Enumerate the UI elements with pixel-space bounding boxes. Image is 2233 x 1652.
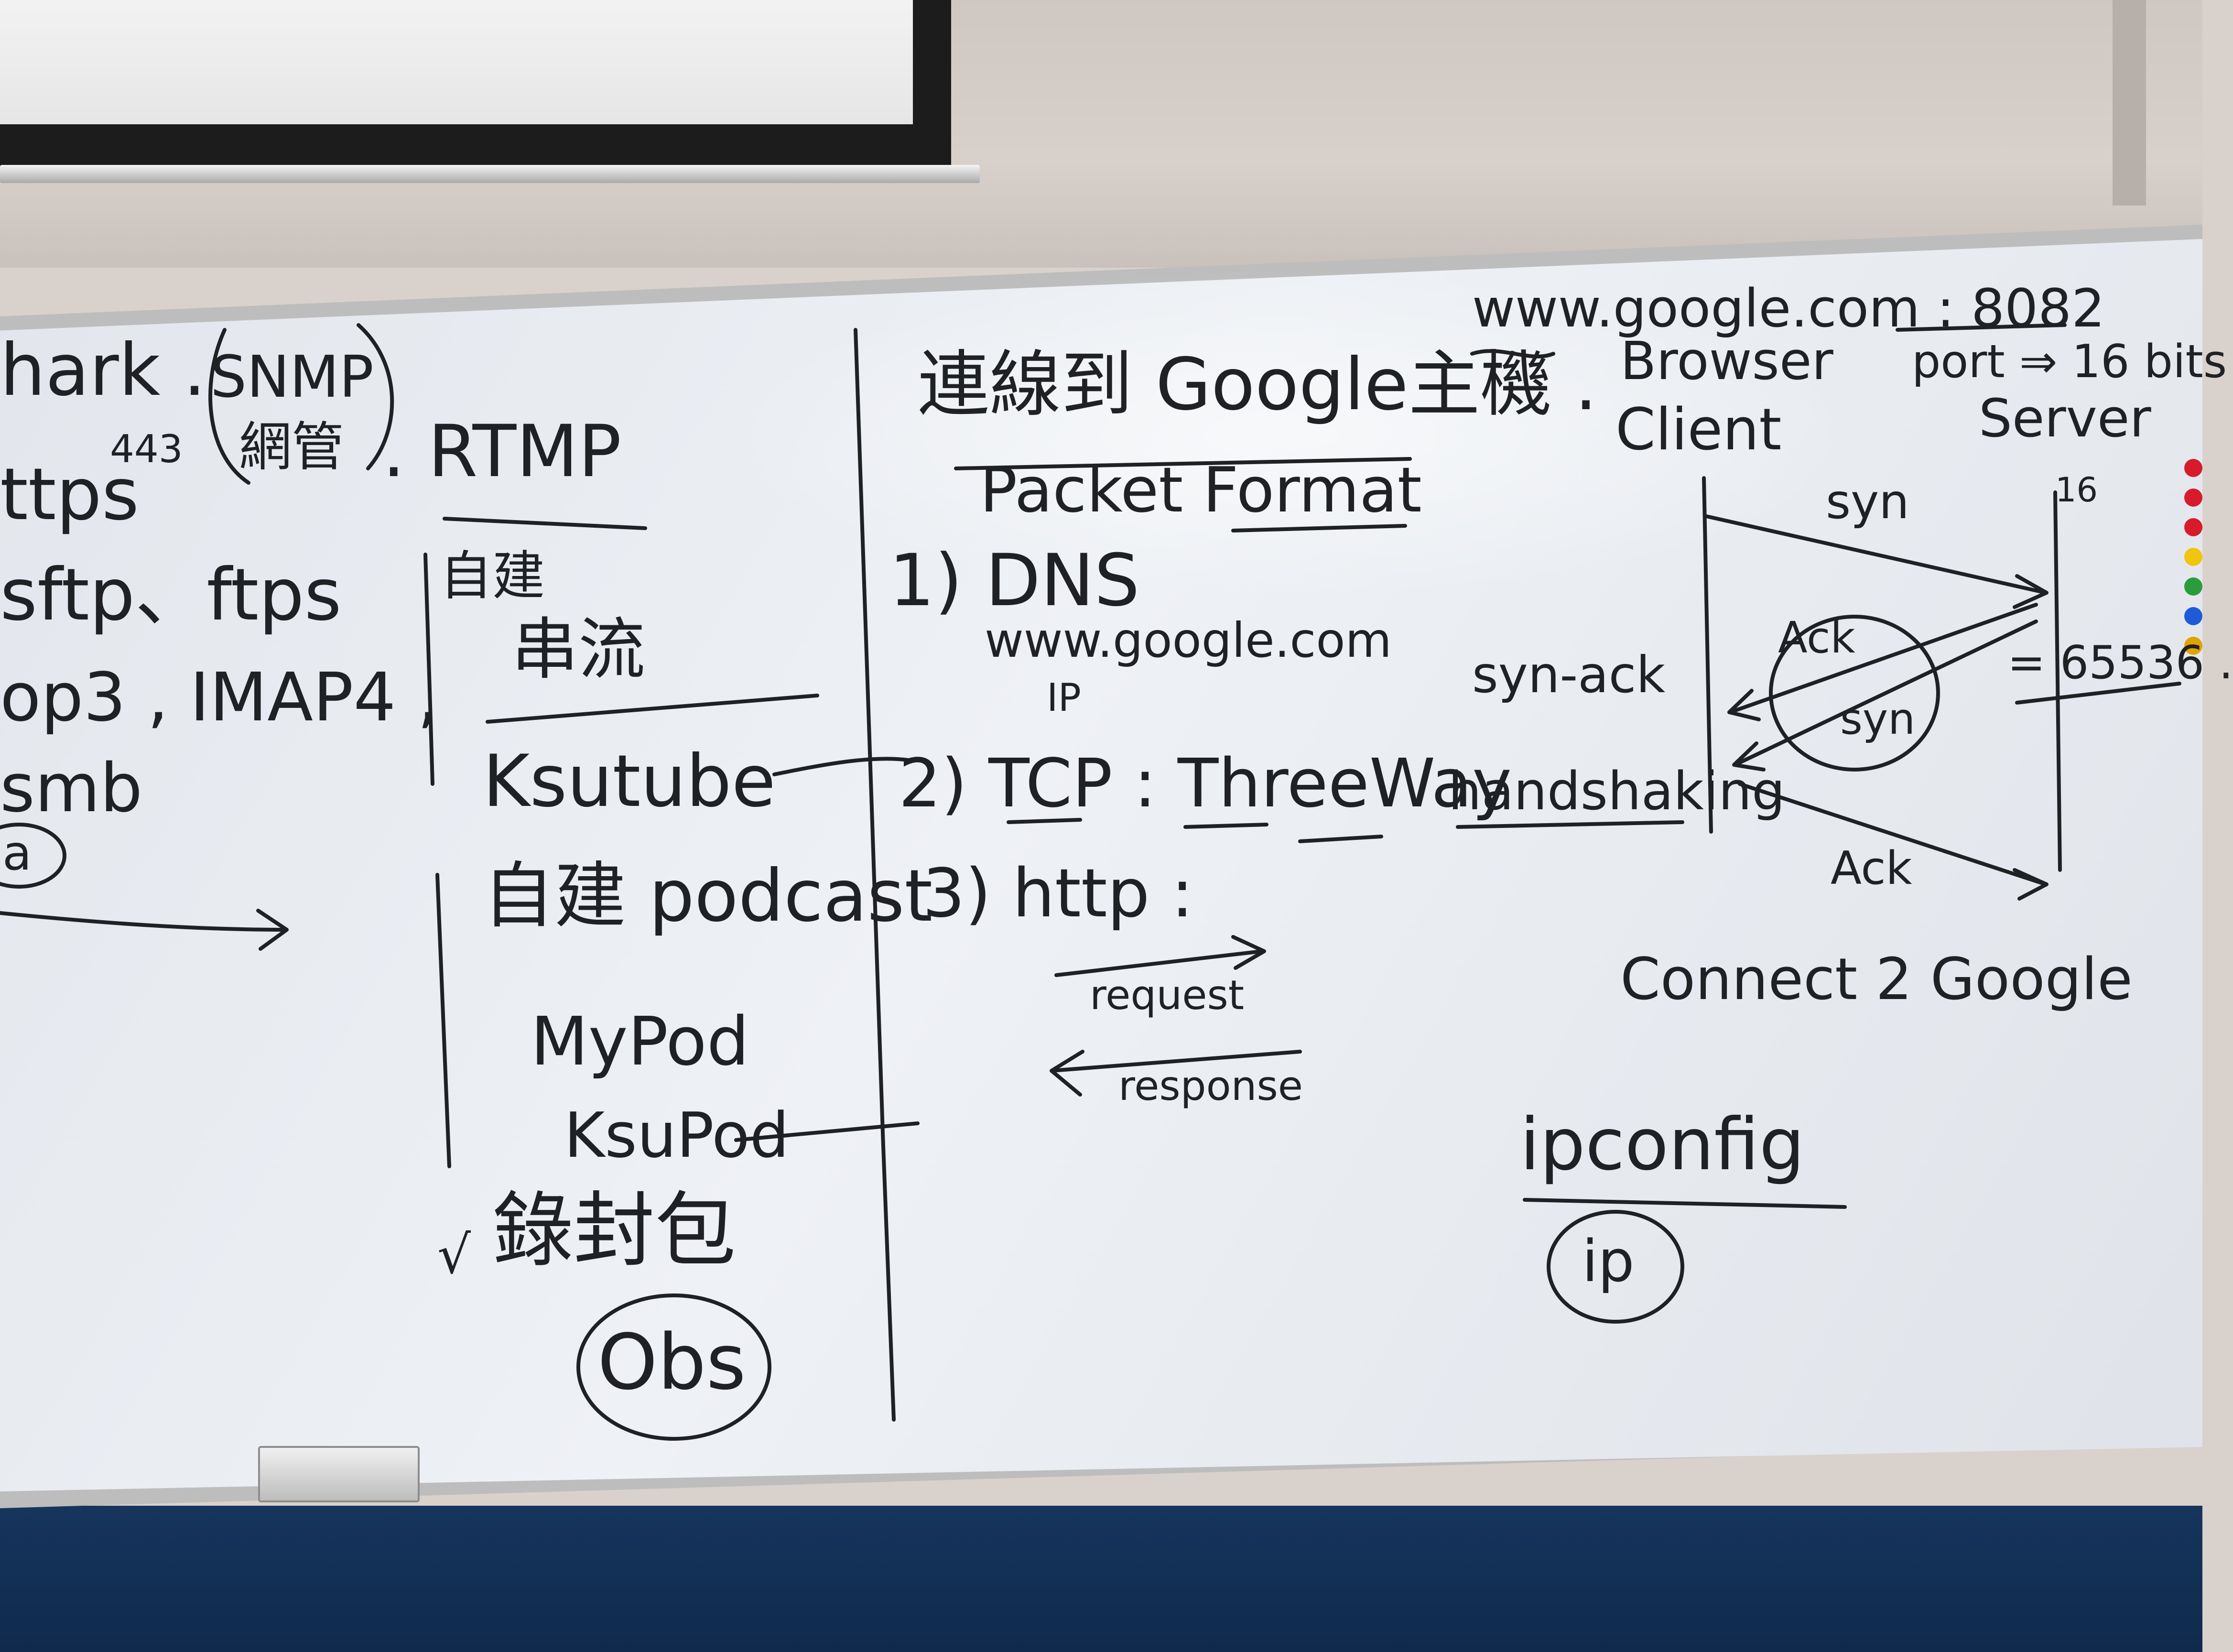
syn-arrow [1704,514,2049,609]
syn-ack-label: syn-ack [1472,646,1666,704]
ip-circle [1547,1210,1684,1324]
circle-syn-label: syn [1840,694,1916,744]
google-hostname: www.google.com [985,612,1392,668]
record-packets-label: 錄封包 [492,1184,737,1278]
wall-pillar [2113,0,2146,206]
step-tcp-threeway: 2) TCP : ThreeWay [899,745,1512,823]
port-443-note: 443 [110,427,183,471]
divider-left-lower [435,873,451,1168]
projector-screen [0,0,951,177]
synack-arrow-2 [1732,620,2038,772]
client-line [1702,476,1713,834]
self-build-label: 自建 [440,545,545,607]
mypod-label: MyPod [531,1003,749,1081]
ksupod-label: KsuPod [564,1099,790,1172]
step-http: 3) http : [922,855,1194,933]
streaming-label: 串流 [511,611,646,689]
port-bits-label: port ⇒ 16 bits [1912,336,2227,388]
obs-label: Obs [597,1317,746,1407]
a-label: a [2,825,32,881]
light-glare [717,268,1864,602]
magnet [2184,518,2202,536]
tcp-underline [1007,818,1082,824]
handshaking-label: handshaking [1448,761,1785,822]
stream-underline [486,694,819,724]
ack-label: Ack [1831,842,1912,895]
rtmp-underline [443,517,647,530]
divider-left [423,553,434,786]
response-arrow [1050,1050,1302,1097]
snmp-bracket-left [208,328,250,485]
magnet [2184,459,2202,477]
https-fragment: ttps [0,453,139,536]
handshaking-underline [1456,820,1684,829]
response-label: response [1118,1063,1303,1110]
url-underline [1896,323,2067,332]
browser-label: Browser [1620,330,1833,391]
title-underline [954,457,1412,470]
snmp-label: SNMP [210,344,374,411]
connect-2-google-label: Connect 2 Google [1620,946,2133,1013]
whiteboard-eraser [258,1446,420,1502]
connect-google-title: 連線到 Google主機 . [918,343,1597,426]
three-underline [1183,823,1268,829]
ipconfig-underline [1523,1198,1847,1209]
syn-label: syn [1826,474,1909,530]
range-underline [2015,682,2181,705]
check-mark: √ [437,1224,471,1285]
ip-note: IP [1047,675,1081,720]
url-squiggle [1470,349,1555,359]
step-dns: 1) DNS [889,539,1140,622]
server-label: Server [1979,388,2151,449]
network-management-label: 網管 [239,416,344,478]
left-arrow [0,909,289,951]
sftp-ftps-label: sftp、ftps [0,554,342,637]
pop3-imap4-label: op3 , IMAP4 , [0,659,439,737]
divider-middle [854,328,896,1422]
handshake-circle [1769,615,1940,772]
url-with-port: www.google.com : 8082 [1472,278,2105,339]
ipconfig-label: ipconfig [1520,1103,1805,1186]
wireshark-fragment: hark . [0,329,206,412]
ack-arrow [1738,782,2049,901]
ksutube-label: Ksutube [483,740,776,823]
projector-screen-rail [0,165,980,183]
server-line [2053,490,2062,872]
port-range-label: = 65536 . [2007,637,2233,689]
magnet [2184,607,2202,625]
ip-label: ip [1582,1228,1635,1295]
request-label: request [1090,972,1245,1019]
request-arrow [1054,935,1266,977]
magnet [2184,548,2202,566]
self-build-podcast-label: 自建 podcast [483,855,933,938]
circle-ack-label: Ack [1778,613,1855,663]
obs-circle [576,1293,771,1441]
packet-underline [1231,524,1407,533]
floor [0,1506,2202,1652]
magnet [2184,637,2202,655]
synack-arrow-1 [1727,603,2038,721]
a-circle [0,823,66,889]
magnet-strip [2184,459,2202,870]
way-underline [1298,835,1383,843]
smb-label: smb [0,750,143,827]
packet-format-label: Packet Format [980,454,1422,526]
magnet [2184,489,2202,507]
ksupod-connector [734,1121,920,1142]
rtmp-label: . RTMP [382,410,622,493]
client-label: Client [1615,397,1782,463]
snmp-bracket-right [357,323,394,470]
magnet [2184,577,2202,596]
exponent-16: 16 [2055,470,2098,510]
ksutube-connector [772,757,910,776]
